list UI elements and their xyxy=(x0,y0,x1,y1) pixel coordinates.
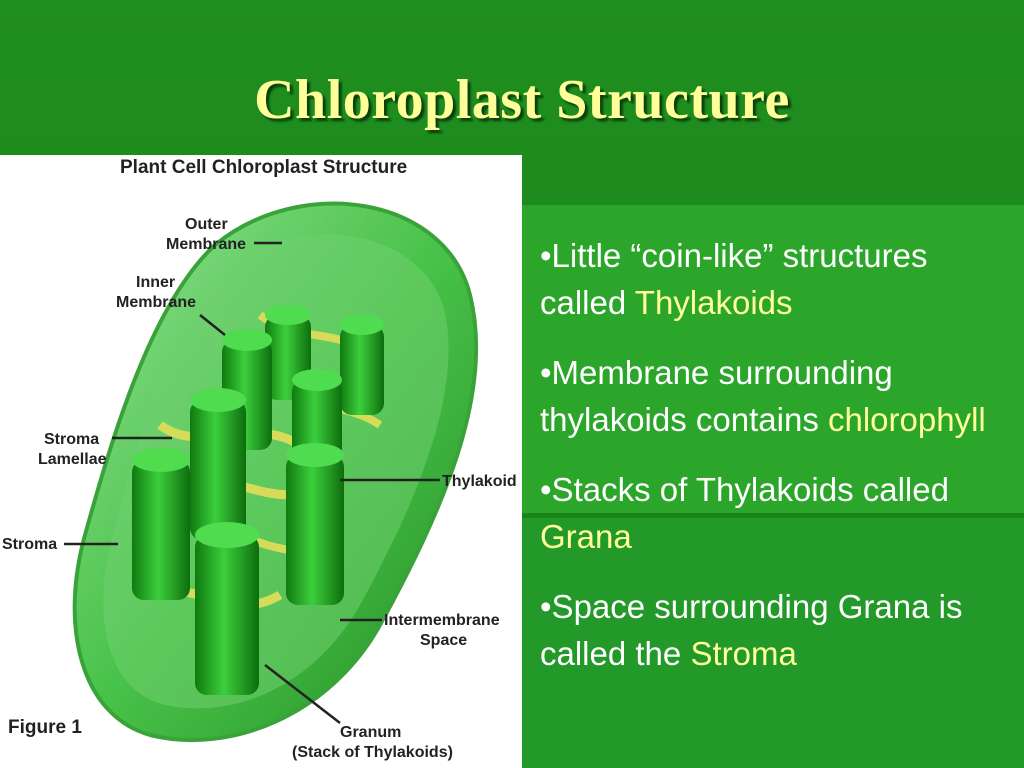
content-band-top xyxy=(522,205,1024,513)
label-inner-membrane: Inner xyxy=(136,274,175,291)
figure-heading: Plant Cell Chloroplast Structure xyxy=(120,157,407,178)
figure-caption: Figure 1 xyxy=(8,717,82,738)
bullet-stroma: •Space surrounding Grana is called the S… xyxy=(540,588,963,672)
label-stroma-lamellae: Stroma xyxy=(44,431,99,448)
label-granum-detail: (Stack of Thylakoids) xyxy=(292,744,453,761)
content-band-bottom xyxy=(522,518,1024,768)
bullet-thylakoids: •Little “coin-like” structures called Th… xyxy=(540,237,928,321)
label-thylakoid: Thylakoid xyxy=(442,473,517,490)
grana-stacks xyxy=(132,305,384,695)
label-intermembrane-space: Intermembrane xyxy=(384,612,500,629)
label-outer-membrane: Membrane xyxy=(166,236,246,253)
slide-title: Chloroplast Structure xyxy=(254,69,790,131)
label-intermembrane-space: Space xyxy=(420,632,467,649)
label-stroma: Stroma xyxy=(2,536,57,553)
bullet-list: •Little “coin-like” structures called Th… xyxy=(540,232,1020,700)
bullet-chlorophyll: •Membrane surrounding thylakoids contain… xyxy=(540,354,986,438)
bullet-grana: •Stacks of Thylakoids called Grana xyxy=(540,471,949,555)
label-granum: Granum xyxy=(340,724,401,741)
leader-lines xyxy=(64,241,440,724)
label-inner-membrane: Membrane xyxy=(116,294,196,311)
label-outer-membrane: Outer xyxy=(185,216,228,233)
chloroplast-figure: Plant Cell Chloroplast Structure xyxy=(0,155,522,768)
label-stroma-lamellae: Lamellae xyxy=(38,451,107,468)
